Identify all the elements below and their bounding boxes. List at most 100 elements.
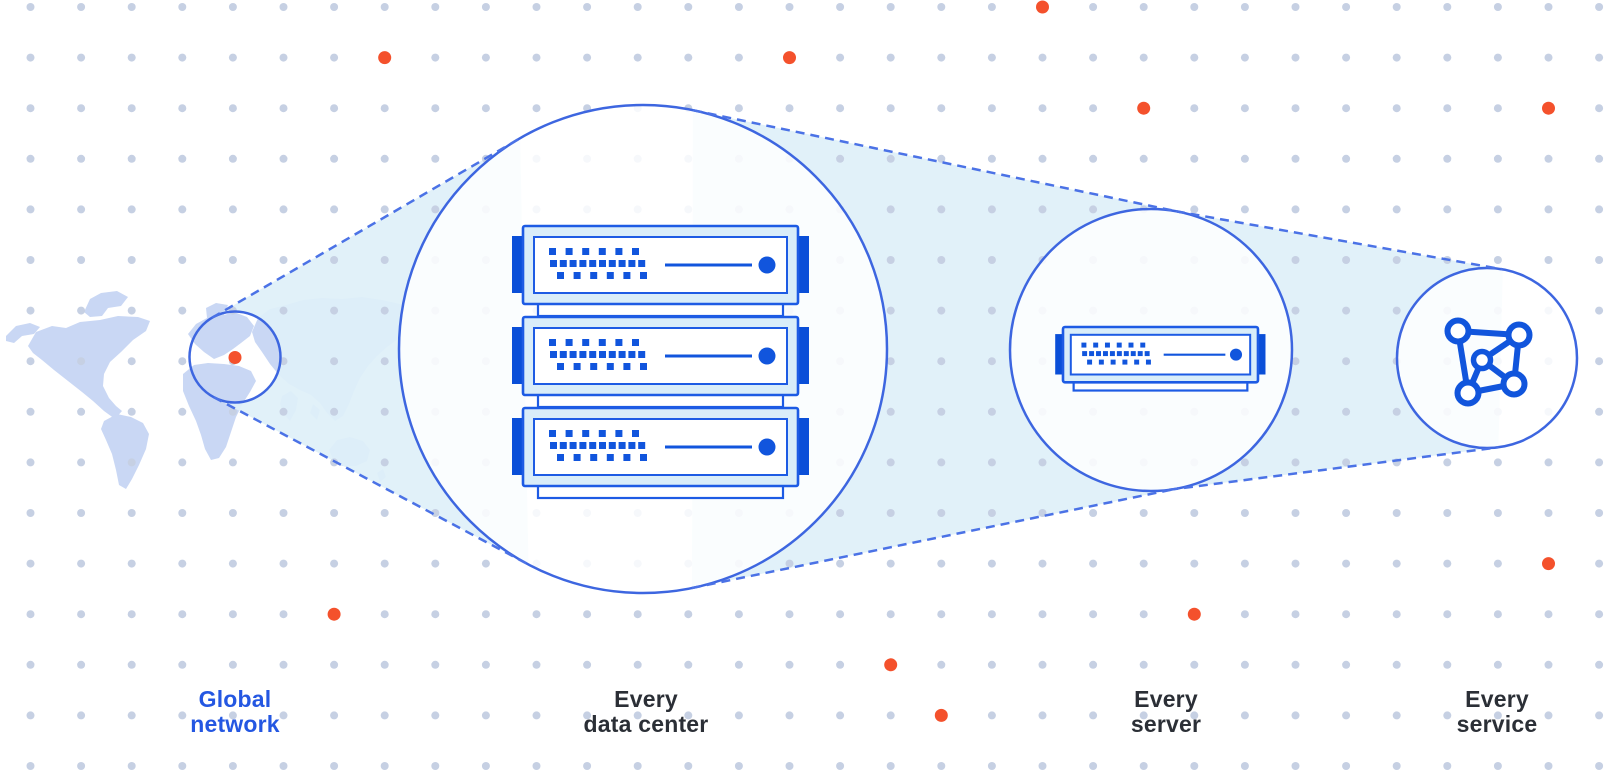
- grid-dot: [937, 154, 946, 163]
- vent-dot: [550, 442, 557, 449]
- grid-dot: [836, 509, 845, 517]
- grid-dot: [279, 154, 288, 163]
- grid-dot: [26, 610, 35, 619]
- grid-dot: [431, 104, 440, 113]
- grid-dot: [1139, 509, 1148, 517]
- vent-dot: [640, 454, 647, 461]
- grid-dot: [1493, 53, 1502, 62]
- grid-dot: [886, 53, 895, 62]
- vent-dot: [608, 442, 616, 449]
- grid-dot: [431, 711, 440, 720]
- grid-dot: [1038, 104, 1047, 113]
- grid-dot: [937, 407, 946, 416]
- grid-dot: [77, 559, 86, 568]
- orange-grid-dot: [378, 51, 392, 65]
- server-rack: [512, 224, 809, 500]
- grid-dot: [1493, 458, 1502, 467]
- grid-dot: [785, 3, 794, 11]
- vent-dot: [640, 363, 647, 370]
- grid-dot: [1443, 3, 1452, 11]
- grid-dot: [633, 610, 642, 619]
- grid-dot: [1595, 154, 1604, 163]
- grid-dot: [77, 357, 86, 366]
- grid-dot: [481, 104, 490, 113]
- vent-dot: [1089, 351, 1095, 357]
- grid-dot: [77, 660, 86, 669]
- orange-grid-dot: [1542, 557, 1555, 571]
- orange-grid-dot: [934, 708, 948, 722]
- grid-dot: [127, 711, 136, 720]
- grid-dot: [1342, 509, 1351, 517]
- grid-dot: [26, 509, 35, 517]
- grid-dot: [1392, 660, 1401, 669]
- grid-dot: [330, 509, 339, 517]
- grid-dot: [26, 104, 35, 113]
- grid-dot: [1089, 104, 1098, 113]
- grid-dot: [431, 205, 440, 214]
- label-global-network: Global network: [190, 687, 280, 737]
- vent-dot: [615, 430, 623, 437]
- vent-dot: [606, 454, 614, 461]
- grid-dot: [1493, 509, 1502, 517]
- grid-dot: [836, 104, 845, 113]
- grid-dot: [1139, 154, 1148, 163]
- grid-dot: [127, 104, 136, 113]
- vent-dot: [1145, 359, 1151, 365]
- grid-dot: [1240, 509, 1249, 517]
- grid-dot: [532, 104, 541, 113]
- grid-dot: [481, 711, 490, 720]
- grid-dot: [1240, 205, 1249, 214]
- mesh-node: [1500, 370, 1528, 398]
- grid-dot: [1190, 3, 1199, 11]
- grid-dot: [1443, 660, 1452, 669]
- grid-dot: [481, 762, 490, 770]
- grid-dot: [26, 3, 35, 11]
- grid-dot: [178, 711, 187, 720]
- grid-dot: [886, 458, 895, 467]
- vent-dot: [557, 454, 564, 461]
- grid-dot: [228, 407, 237, 416]
- grid-dot: [127, 610, 136, 619]
- grid-dot: [1291, 509, 1300, 517]
- grid-dot: [1392, 559, 1401, 568]
- grid-dot: [1089, 660, 1098, 669]
- grid-dot: [532, 711, 541, 720]
- server-side-tab: [797, 418, 809, 475]
- grid-dot: [937, 104, 946, 113]
- label-line: Every: [614, 686, 678, 712]
- vent-dot: [1093, 342, 1099, 348]
- vent-dot: [1144, 351, 1150, 357]
- grid-dot: [734, 762, 743, 770]
- grid-dot: [330, 762, 339, 770]
- grid-dot: [228, 711, 237, 720]
- grid-dot: [1493, 711, 1502, 720]
- grid-dot: [1595, 357, 1604, 366]
- grid-dot: [1392, 205, 1401, 214]
- grid-dot: [1291, 104, 1300, 113]
- vent-dot: [1134, 359, 1140, 365]
- grid-dot: [1595, 407, 1604, 416]
- grid-dot: [127, 154, 136, 163]
- grid-dot: [937, 762, 946, 770]
- grid-dot: [178, 154, 187, 163]
- grid-dot: [26, 306, 35, 315]
- server-side-tab: [797, 236, 809, 293]
- grid-dot: [431, 660, 440, 669]
- grid-dot: [583, 610, 592, 619]
- grid-dot: [886, 559, 895, 568]
- grid-dot: [937, 610, 946, 619]
- grid-dot: [330, 711, 339, 720]
- grid-dot: [1544, 256, 1553, 264]
- grid-dot: [1038, 458, 1047, 467]
- grid-dot: [1493, 762, 1502, 770]
- grid-dot: [228, 458, 237, 467]
- grid-dot: [1392, 154, 1401, 163]
- grid-dot: [330, 357, 339, 366]
- grid-dot: [1190, 509, 1199, 517]
- server-side-tab: [512, 418, 524, 475]
- vent-dot: [615, 248, 623, 255]
- grid-dot: [987, 357, 996, 366]
- grid-dot: [431, 762, 440, 770]
- grid-dot: [1493, 610, 1502, 619]
- vent-dot: [1110, 359, 1116, 365]
